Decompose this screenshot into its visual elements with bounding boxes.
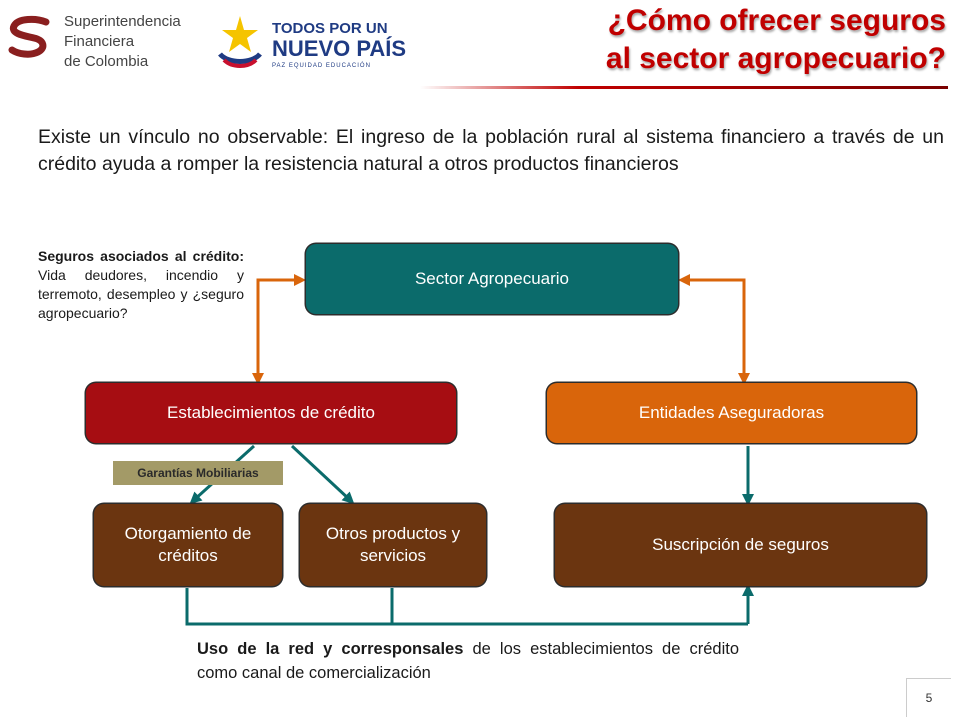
- node-suscripcion-seguros: Suscripción de seguros: [555, 504, 926, 586]
- node-sector-agropecuario: Sector Agropecuario: [306, 244, 678, 314]
- page-number: 5: [906, 678, 951, 717]
- title-underline: [420, 86, 948, 89]
- title-line-2: al sector agropecuario?: [605, 42, 946, 75]
- intro-paragraph: Existe un vínculo no observable: El ingr…: [38, 126, 944, 175]
- superintendencia-logo-text: Superintendencia Financiera de Colombia: [64, 12, 184, 72]
- sfc-line-1: Superintendencia: [64, 13, 181, 30]
- todos-por-un-nuevo-pais-logo-icon: [218, 16, 262, 68]
- side-note-rest: Vida deudores, incendio y terremoto, des…: [38, 267, 244, 321]
- tag-garantias-mobiliarias: Garantías Mobiliarias: [113, 461, 283, 485]
- title-line-1: ¿Cómo ofrecer seguros: [607, 4, 946, 37]
- connector-sector-aseguradoras: [678, 274, 750, 385]
- sfc-line-2: Financiera: [64, 33, 135, 50]
- gov-logo-text: TODOS POR UN NUEVO PAÍS PAZ EQUIDAD EDUC…: [272, 20, 406, 69]
- superintendencia-logo-icon: [8, 15, 52, 58]
- connector-channel-otorgamiento: [185, 588, 748, 626]
- gov-logo-line-3: PAZ EQUIDAD EDUCACIÓN: [272, 63, 371, 69]
- gov-logo-line-2: NUEVO PAÍS: [272, 36, 407, 61]
- connector-establecimientos-sector: [252, 274, 306, 385]
- gov-logo-line-1: TODOS POR UN: [272, 20, 388, 37]
- page-title: ¿Cómo ofrecer seguros al sector agropecu…: [606, 2, 946, 78]
- bottom-note-rest: de los establecimientos de crédito como …: [197, 640, 739, 682]
- sfc-line-3: de Colombia: [64, 53, 149, 70]
- node-otorgamiento-creditos: Otorgamiento de créditos: [94, 504, 282, 586]
- node-otros-productos: Otros productos y servicios: [300, 504, 486, 586]
- node-entidades-aseguradoras: Entidades Aseguradoras: [547, 383, 916, 443]
- side-note: Seguros asociados al crédito: Vida deudo…: [38, 247, 244, 323]
- side-note-bold: Seguros asociados al crédito:: [38, 248, 244, 264]
- node-establecimientos-credito: Establecimientos de crédito: [86, 383, 456, 443]
- connector-establecimientos-otros: [290, 444, 355, 505]
- bottom-note: Uso de la red y corresponsales de los es…: [197, 637, 739, 685]
- bottom-note-bold: Uso de la red y corresponsales: [197, 640, 464, 658]
